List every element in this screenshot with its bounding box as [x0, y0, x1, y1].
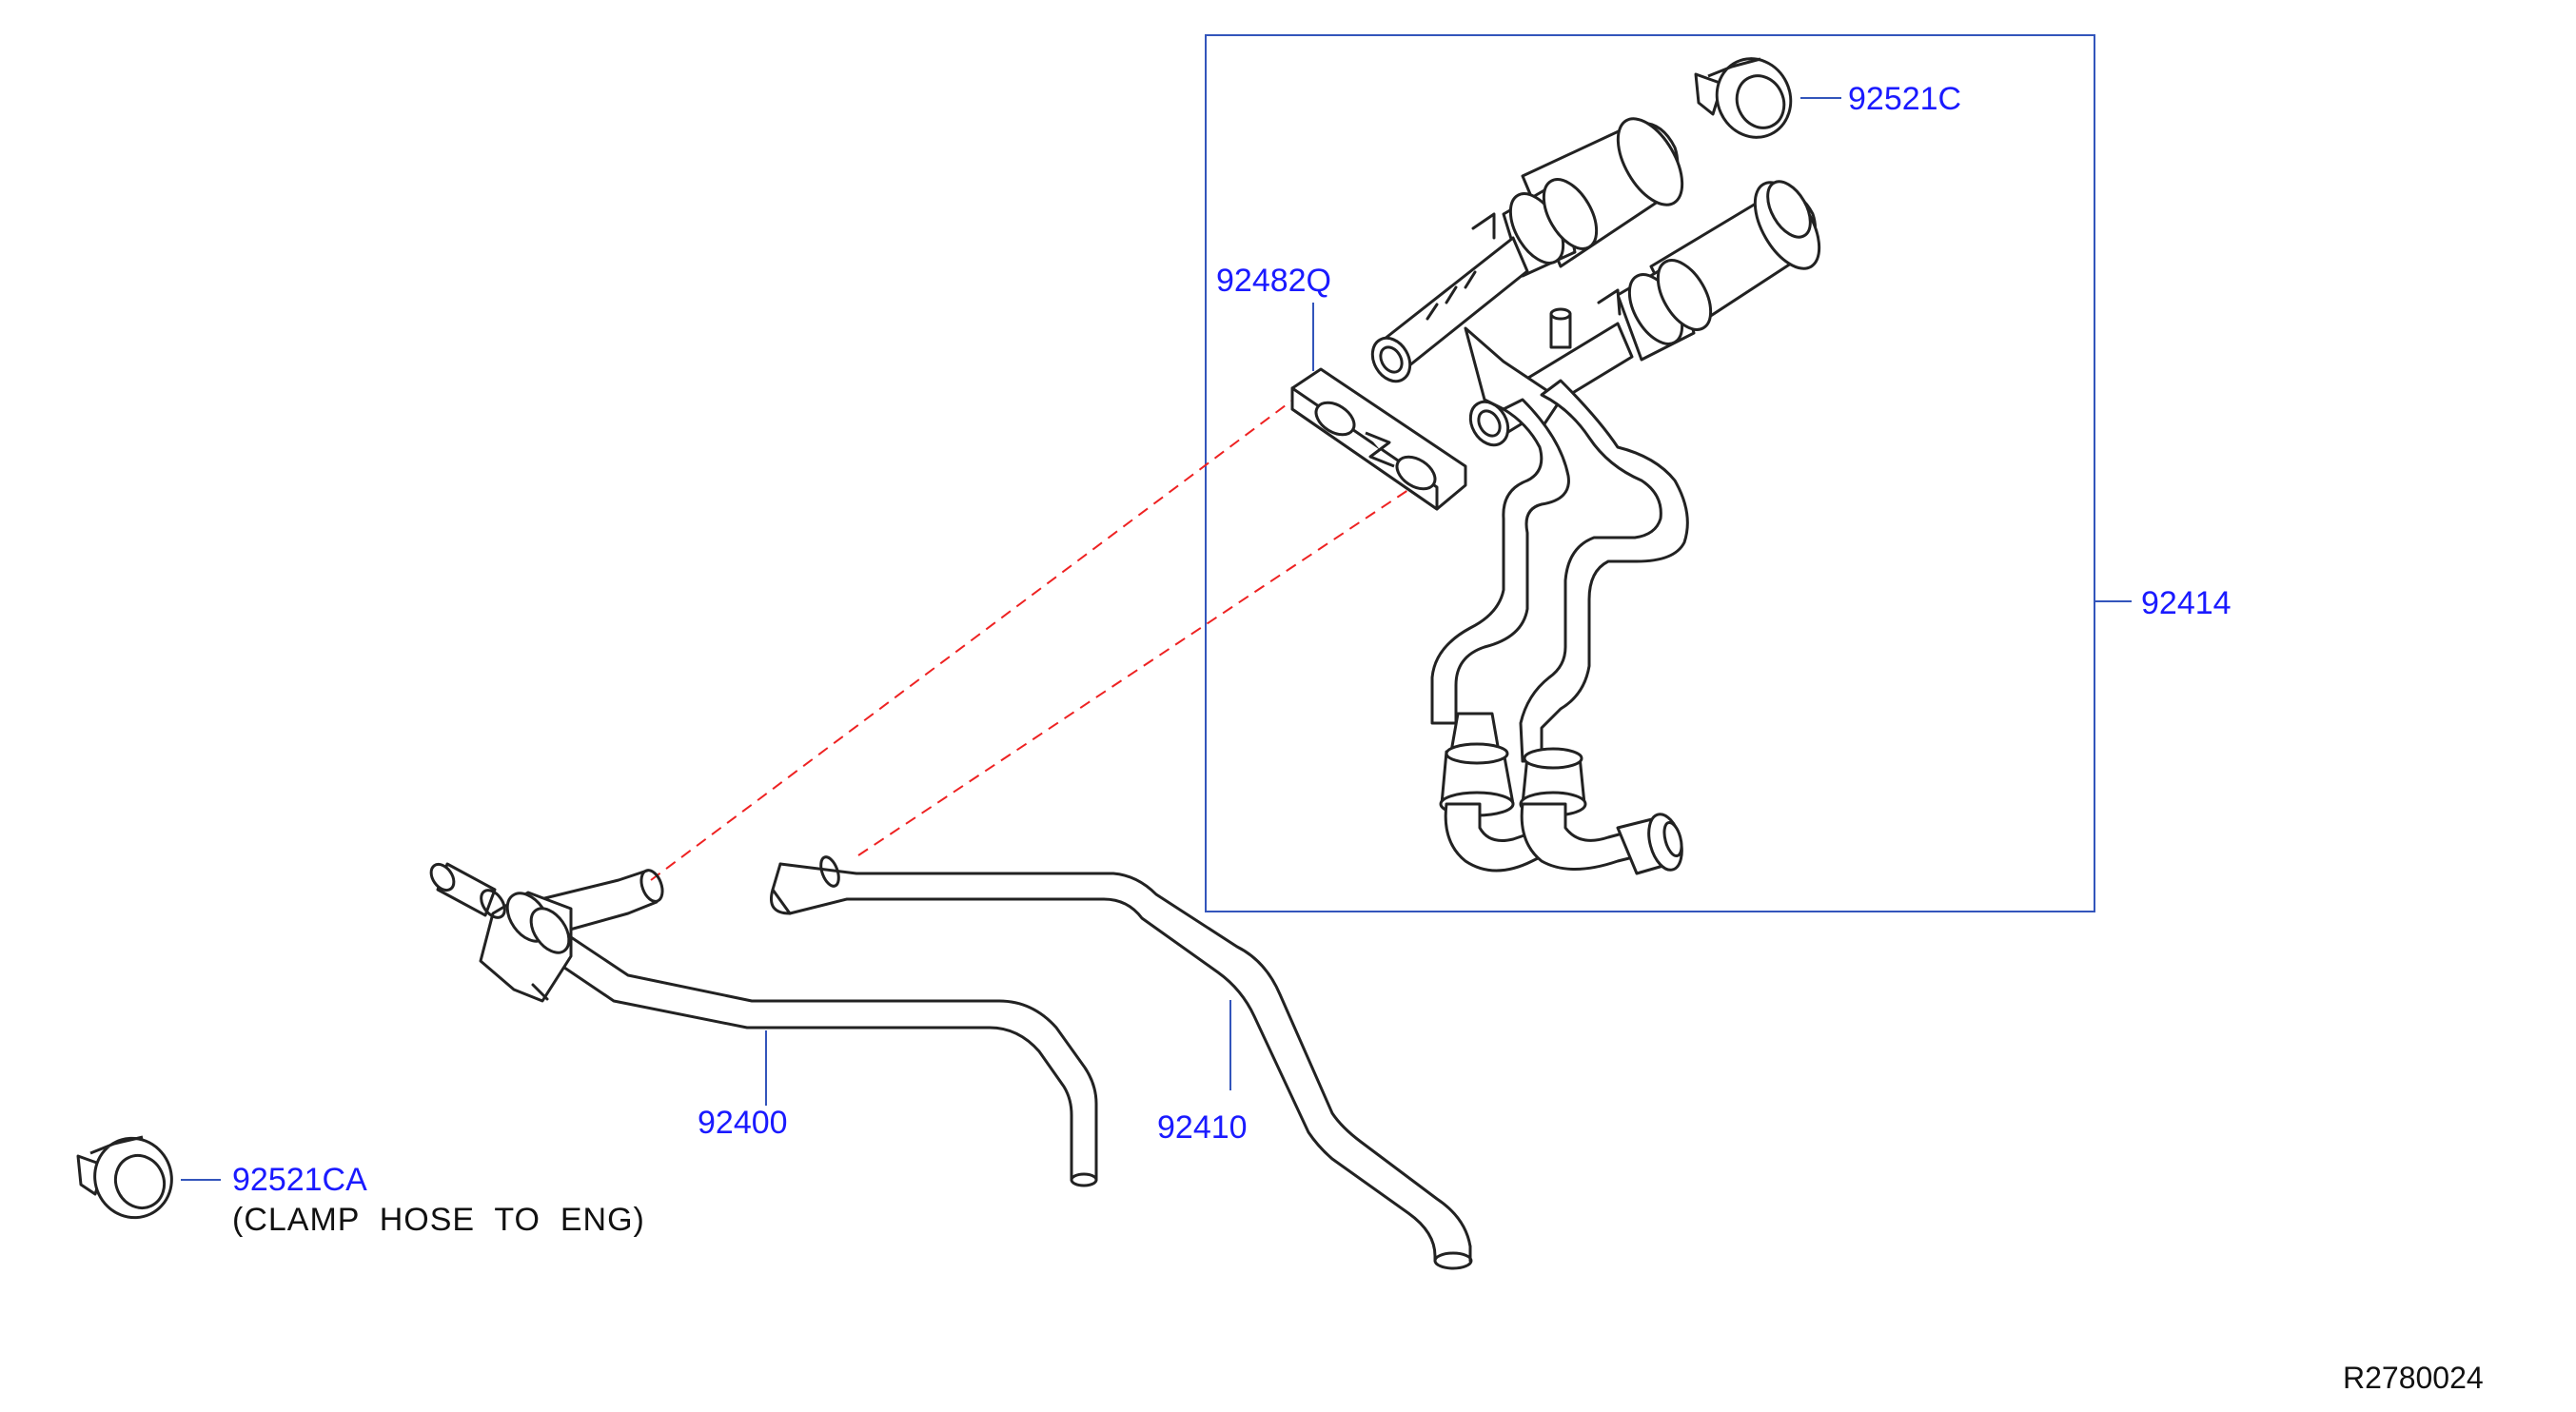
- alignment-lines: [650, 373, 1452, 881]
- assembly-frame: [1205, 34, 2095, 912]
- pipe-assembly-92414: [1370, 117, 1821, 875]
- label-92410: 92410: [1157, 1109, 1248, 1146]
- flange-gasket-92482q: [1290, 367, 1467, 511]
- label-clamp-note: (CLAMP HOSE TO ENG): [232, 1202, 645, 1238]
- hose-92410: [770, 855, 1473, 1270]
- hose-clamp-icon: [1694, 57, 1793, 139]
- reference-code: R2780024: [2343, 1361, 2484, 1395]
- label-92400: 92400: [698, 1105, 788, 1141]
- hose-92400: [429, 862, 1098, 1187]
- leader-lines: [181, 97, 2132, 1181]
- label-92521ca: 92521CA: [232, 1162, 367, 1198]
- label-92414: 92414: [2141, 585, 2232, 621]
- hose-clamp-icon: [76, 1135, 173, 1220]
- label-92482q: 92482Q: [1216, 263, 1331, 299]
- label-92521c: 92521C: [1848, 81, 1962, 117]
